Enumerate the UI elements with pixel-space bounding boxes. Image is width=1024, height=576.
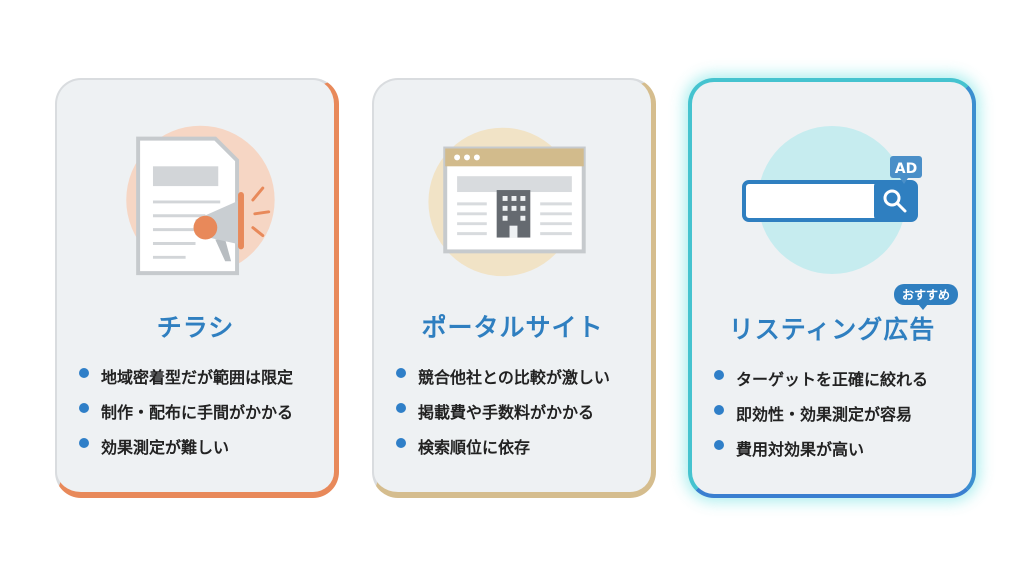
portal-website-icon [428,127,586,277]
bullet-dot-icon [396,403,406,413]
card-title: リスティング広告 [728,315,936,344]
list-item: ターゲットを正確に絞れる [714,366,928,401]
card-portal-site: ポータルサイト 競合他社との比較が激しい 掲載費や手数料がかかる 検索順位に依存 [372,78,656,498]
bullet-list: ターゲットを正確に絞れる 即効性・効果測定が容易 費用対効果が高い [714,366,928,471]
bullet-dot-icon [79,438,89,448]
list-item: 地域密着型だが範囲は限定 [79,364,293,399]
flyer-megaphone-icon [126,125,275,276]
bullet-dot-icon [714,370,724,380]
list-item: 競合他社との比較が激しい [396,364,610,399]
list-item: 検索順位に依存 [396,434,610,469]
recommended-badge: おすすめ [894,284,959,310]
bullet-dot-icon [79,368,89,378]
ad-label: AD [895,161,917,177]
bullet-dot-icon [714,440,724,450]
bullet-dot-icon [79,403,89,413]
bullet-list: 競合他社との比較が激しい 掲載費や手数料がかかる 検索順位に依存 [396,364,610,469]
list-item: 制作・配布に手間がかかる [79,399,293,434]
list-item: 効果測定が難しい [79,434,293,469]
search-ad-icon: AD [742,126,922,274]
bullet-list: 地域密着型だが範囲は限定 制作・配布に手間がかかる 効果測定が難しい [79,364,293,469]
card-listing-ads: AD おすすめ リスティング広告 ターゲットを正確に絞れる 即効性・効果測定が容… [688,78,976,498]
card-title: チラシ [156,313,235,342]
bullet-dot-icon [714,405,724,415]
list-item: 費用対効果が高い [714,436,928,471]
card-flyer: チラシ 地域密着型だが範囲は限定 制作・配布に手間がかかる 効果測定が難しい [55,78,339,498]
list-item: 即効性・効果測定が容易 [714,401,928,436]
bullet-dot-icon [396,438,406,448]
list-item: 掲載費や手数料がかかる [396,399,610,434]
card-title: ポータルサイト [421,313,604,342]
bullet-dot-icon [396,368,406,378]
